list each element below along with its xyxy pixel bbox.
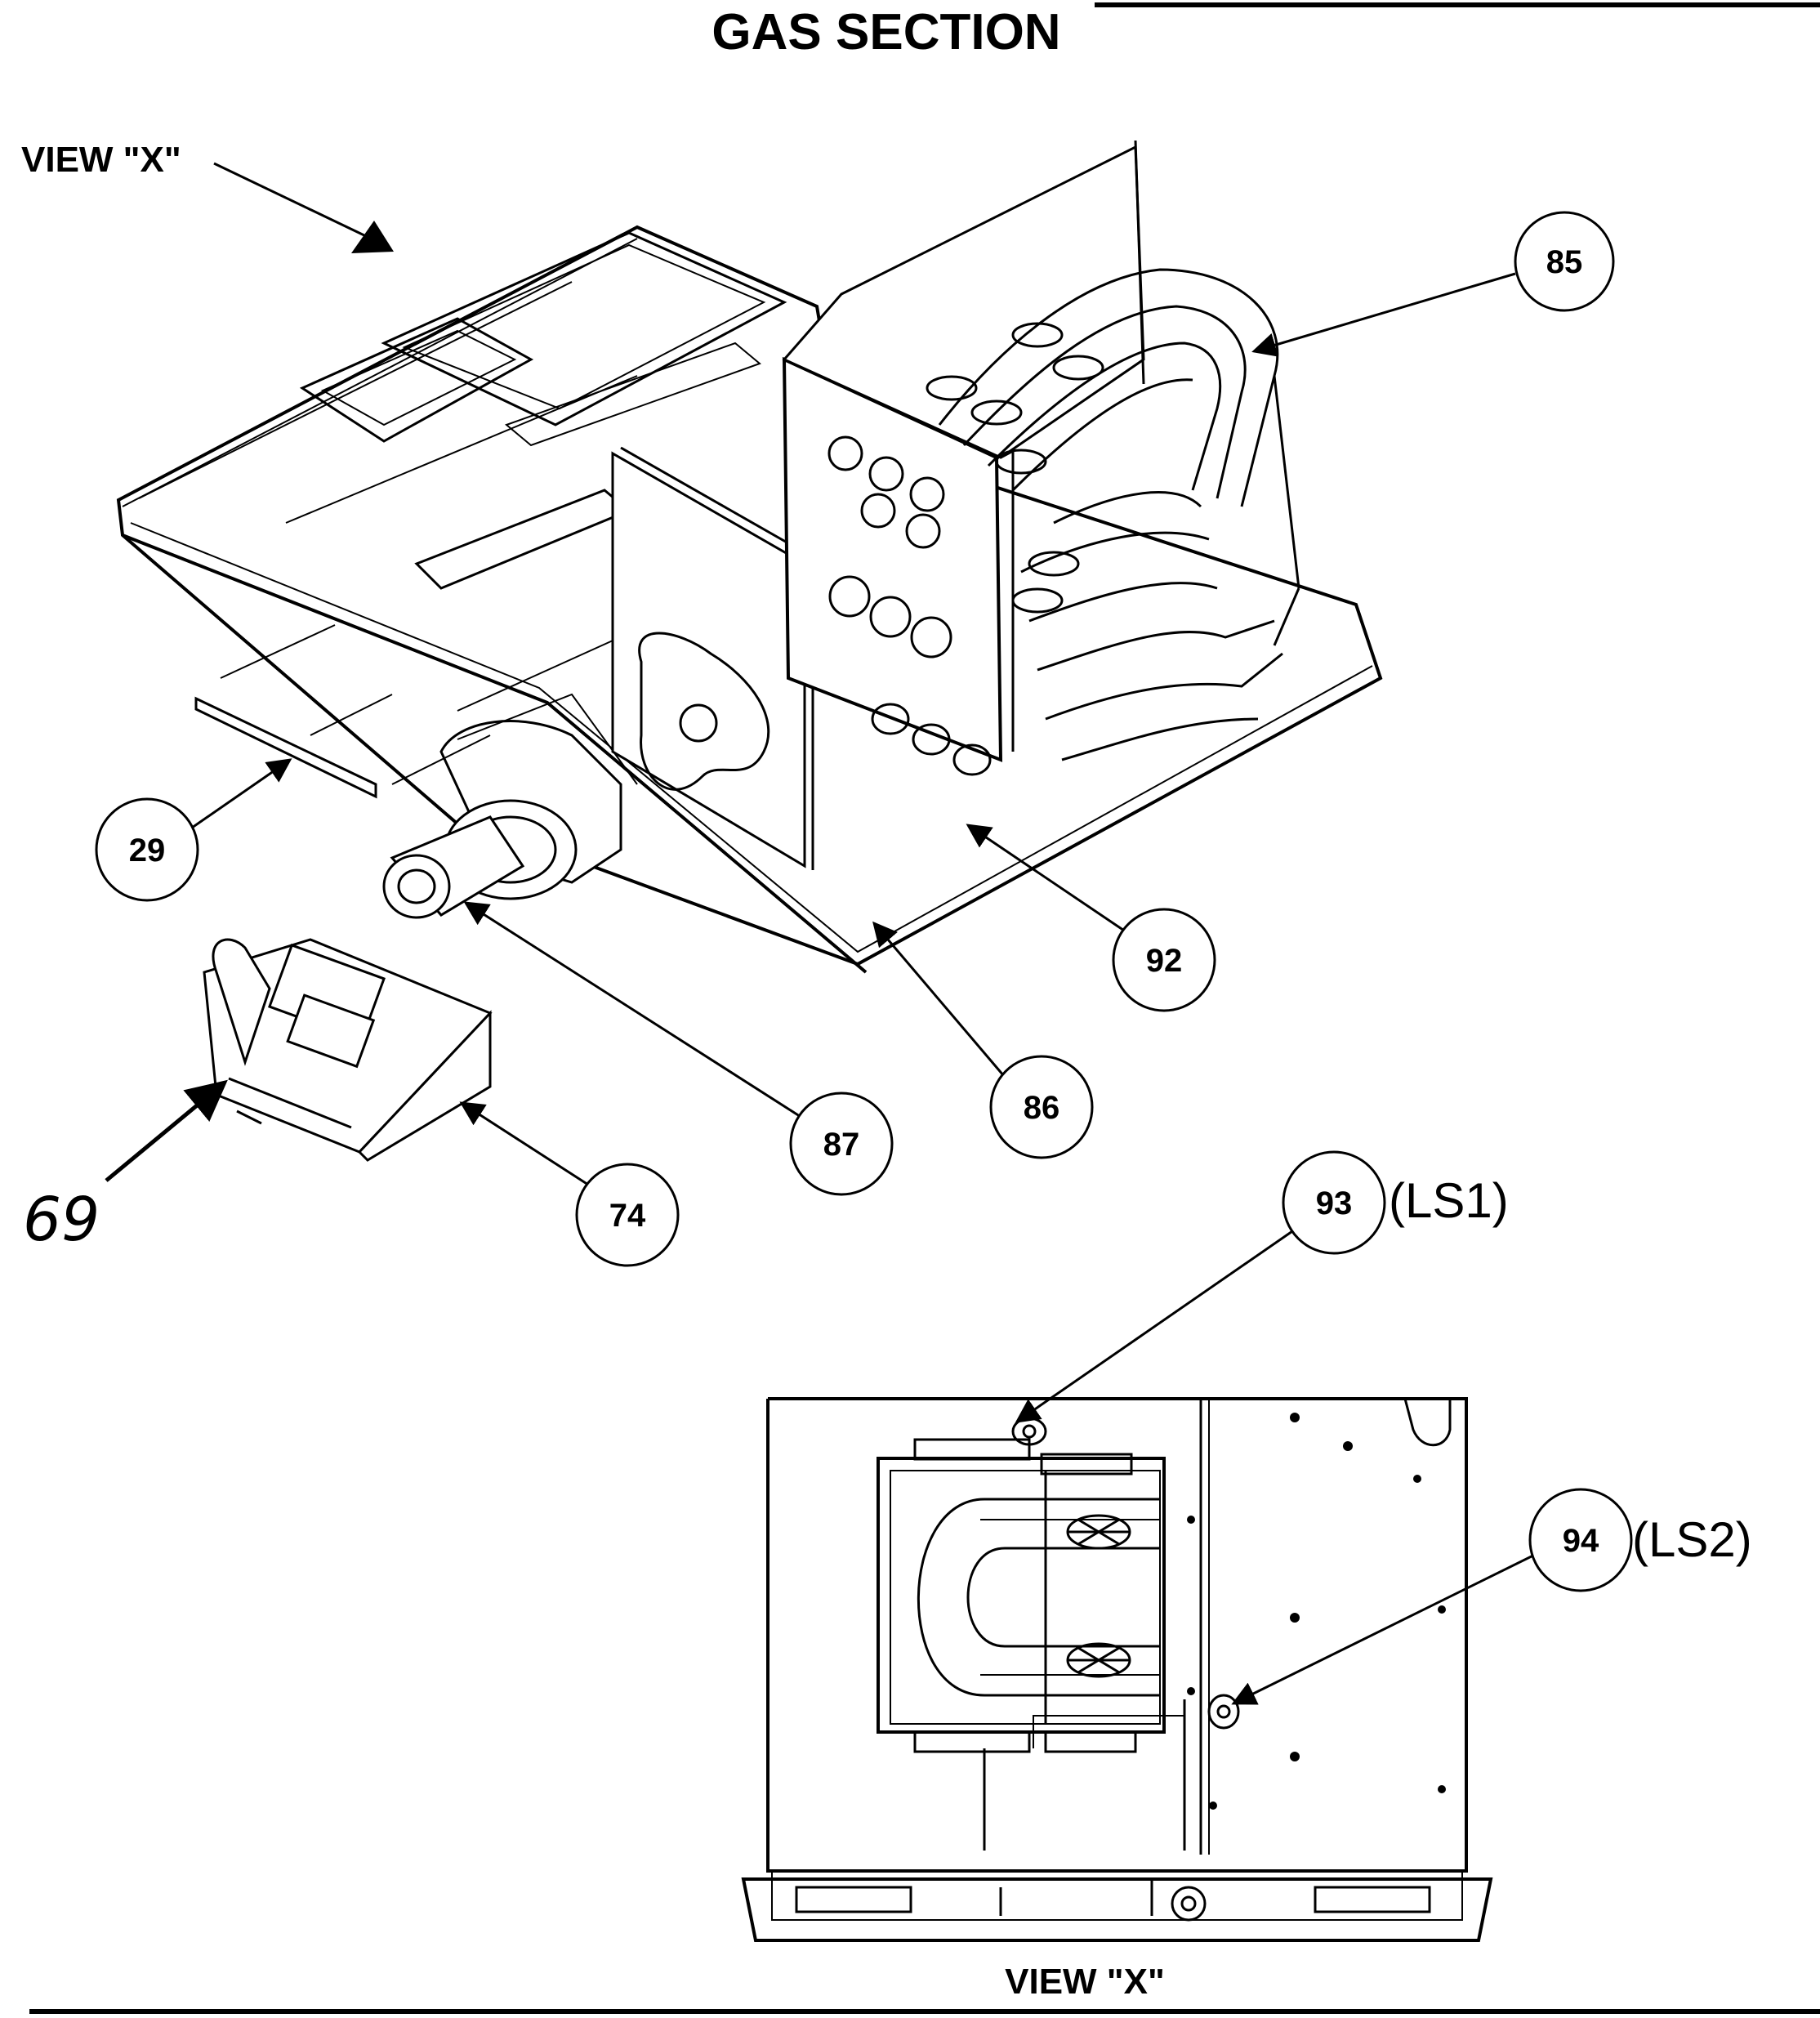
heat-exchanger-tubes xyxy=(938,268,1300,761)
back-panel-top xyxy=(1134,140,1145,385)
detail-burner-top xyxy=(1066,1514,1131,1550)
filter-guide-line-3 xyxy=(391,734,491,785)
rail-channel-2 xyxy=(505,342,761,447)
detail-bracket-bottom-2 xyxy=(1044,1730,1137,1753)
callout-93: 93 xyxy=(1282,1150,1386,1255)
detail-rail-slot xyxy=(795,1886,912,1913)
callout-86: 86 xyxy=(989,1055,1094,1159)
ls1-label: (LS1) xyxy=(1389,1173,1509,1228)
detail-exchanger-frame xyxy=(890,1470,1161,1725)
filter-strip xyxy=(194,696,377,799)
plate-ports-lower xyxy=(828,575,952,659)
view-x-direction-arrow-icon xyxy=(351,221,394,253)
detail-bottom-rail-inner xyxy=(771,1871,1463,1921)
callout-69-label: 69 xyxy=(23,1185,100,1255)
back-panel xyxy=(782,145,1145,459)
callout-29-label: 29 xyxy=(129,833,166,868)
limit-switch-ls1 xyxy=(1011,1417,1047,1446)
callout-92: 92 xyxy=(1112,908,1216,1012)
page-title: GAS SECTION xyxy=(711,4,1060,60)
ls2-label: (LS2) xyxy=(1632,1512,1752,1567)
callout-87: 87 xyxy=(789,1092,894,1196)
center-frame xyxy=(381,231,787,426)
gas-valve-assembly xyxy=(203,938,493,1162)
divider-panel-edge xyxy=(620,446,814,559)
inducer-port xyxy=(679,703,718,743)
filter-guide-line xyxy=(220,624,336,679)
callout-94: 94 xyxy=(1528,1488,1633,1592)
plate-ports-bottom xyxy=(871,703,992,776)
base-pan-rail xyxy=(122,238,638,507)
base-pan-rail-2 xyxy=(138,281,573,499)
callout-94-label: 94 xyxy=(1563,1523,1599,1559)
callout-85-label: 85 xyxy=(1546,244,1583,280)
detail-notch xyxy=(1403,1397,1466,1447)
detail-outer-frame xyxy=(766,1397,1468,1873)
leader-lines xyxy=(105,272,1549,1705)
detail-bracket-top xyxy=(913,1438,1031,1461)
view-x-pointer-line xyxy=(213,162,368,239)
burner-rosettes xyxy=(926,322,1104,614)
callout-85: 85 xyxy=(1514,211,1615,312)
callout-87-label: 87 xyxy=(823,1127,860,1163)
limit-switch-ls2 xyxy=(1207,1694,1240,1730)
callout-93-label: 93 xyxy=(1316,1185,1353,1221)
rail-line xyxy=(285,375,638,524)
detail-rail-slot-2 xyxy=(1314,1886,1431,1913)
filter-guide-line-2 xyxy=(310,694,393,736)
base-pan-front-edge xyxy=(122,534,868,974)
base-pan-inner-edge xyxy=(130,522,1373,953)
detail-bracket-top-2 xyxy=(1040,1453,1133,1476)
view-x-detail xyxy=(741,1397,1493,1942)
center-frame-inner xyxy=(402,243,766,410)
view-x-label-bottom: VIEW "X" xyxy=(1005,1962,1165,2002)
callout-92-label: 92 xyxy=(1146,943,1183,979)
detail-rivets xyxy=(1187,1413,1446,1810)
callout-29: 29 xyxy=(95,797,199,902)
gas-section-assembly xyxy=(116,140,1383,1162)
left-compartment-frame xyxy=(299,317,534,443)
detail-bottom-rail xyxy=(741,1877,1493,1942)
plate-ports-upper xyxy=(827,435,945,549)
detail-rail-fitting-inner xyxy=(1180,1895,1197,1912)
inducer-blower xyxy=(382,693,638,919)
detail-pipe-3 xyxy=(1033,1715,1184,1748)
callout-74-label: 74 xyxy=(609,1198,646,1234)
detail-u-tube-inner xyxy=(966,1547,1160,1648)
inducer-cutout xyxy=(638,632,770,791)
callout-86-label: 86 xyxy=(1024,1090,1060,1126)
callout-74: 74 xyxy=(575,1163,680,1267)
detail-rail-fitting xyxy=(1171,1886,1207,1922)
detail-bracket-bottom xyxy=(913,1730,1031,1753)
detail-u-tube-outer xyxy=(917,1498,1160,1697)
detail-burner-bottom xyxy=(1066,1642,1131,1678)
view-x-label-top: VIEW "X" xyxy=(21,140,181,180)
